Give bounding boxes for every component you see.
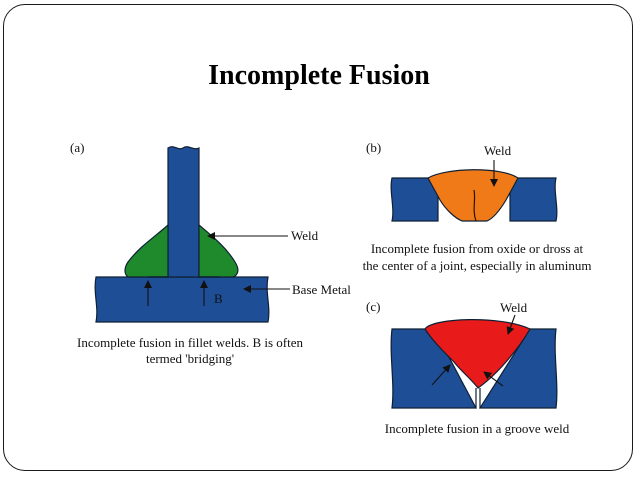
panel-c-letter: (c) — [366, 299, 381, 314]
panel-a-right-fillet-weld — [198, 223, 239, 278]
panel-a-letter: (a) — [70, 140, 85, 155]
panel-b-left-plate — [390, 177, 439, 222]
panel-c-weld-bead — [424, 319, 531, 389]
slide-title: Incomplete Fusion — [208, 60, 430, 91]
panel-a-weld-label: Weld — [291, 228, 319, 243]
panel-b-caption-line1: Incomplete fusion from oxide or dross at — [370, 241, 584, 256]
panel-b-letter: (b) — [366, 140, 382, 155]
panel-c-right-defect-arrow — [483, 371, 504, 387]
panel-c-weld-arrow — [506, 314, 516, 335]
panel-a-base-metal-label: Base Metal — [292, 282, 351, 297]
panel-c-left-plate — [390, 328, 477, 409]
panel-c-left-defect-arrow — [431, 364, 451, 386]
panel-a-caption-line2: termed 'bridging' — [145, 351, 235, 366]
panel-c-figure — [390, 314, 558, 409]
panel-b-center-fusion-line — [473, 189, 477, 222]
panel-a-caption-line1: Incomplete fusion in fillet welds. B is … — [76, 335, 303, 350]
panel-c-weld-label: Weld — [500, 300, 528, 315]
panel-b-caption-line2: the center of a joint, especially in alu… — [362, 258, 592, 273]
panel-a-b-label: B — [214, 291, 223, 306]
panel-a-figure — [94, 146, 290, 323]
panel-a-vertical-member — [167, 146, 200, 278]
panel-b-figure — [390, 160, 558, 222]
panel-c-caption-line1: Incomplete fusion in a groove weld — [384, 421, 570, 436]
panel-b-weld-label: Weld — [484, 143, 512, 158]
panel-b-right-plate — [509, 177, 558, 222]
panel-b-weld-bead — [427, 169, 519, 222]
panel-a-left-fillet-weld — [124, 223, 169, 278]
panel-a-base-plate — [94, 276, 270, 323]
panel-c-right-plate — [478, 328, 558, 409]
